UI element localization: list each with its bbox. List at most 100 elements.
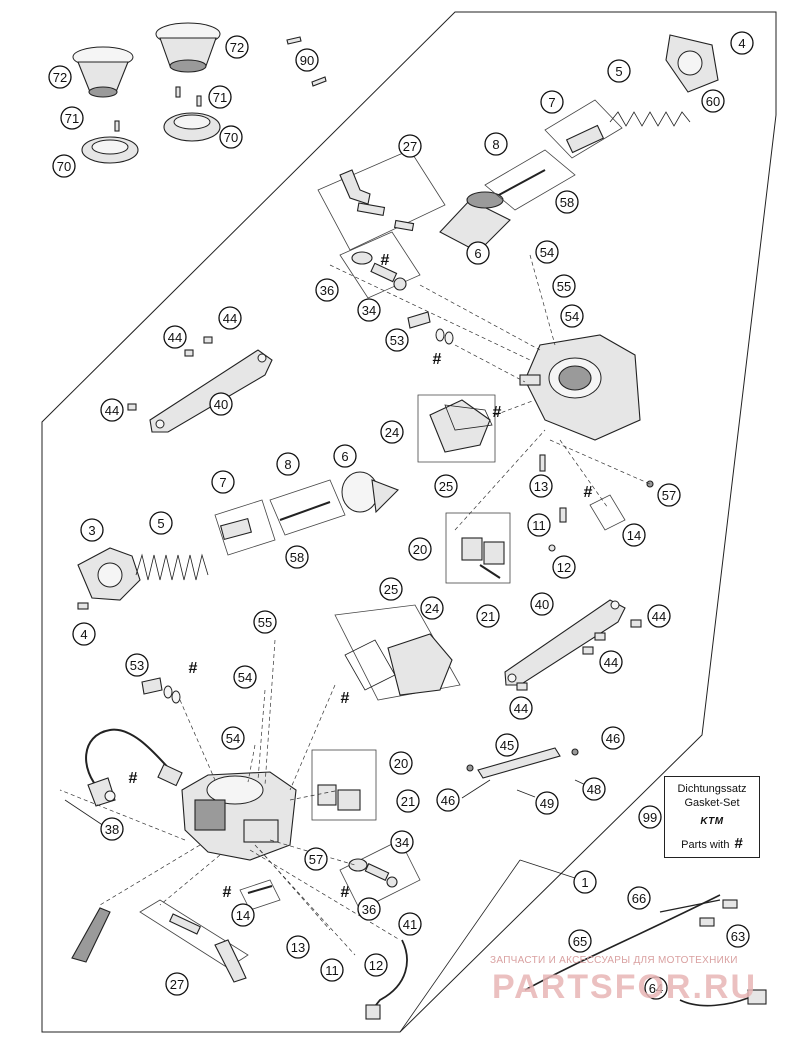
callout-label: 34 — [362, 303, 376, 318]
callout-circle — [552, 555, 576, 579]
callout-circle — [560, 304, 584, 328]
watermark-logo-text: PARTSFOR.RU — [492, 968, 757, 1006]
callout-label: 34 — [395, 835, 409, 850]
callout-54: 54 — [233, 665, 257, 689]
callout-label: 21 — [401, 794, 415, 809]
callout-circle — [552, 274, 576, 298]
callout-label: 65 — [573, 934, 587, 949]
callout-circle — [390, 830, 414, 854]
gasket-set-box: Dichtungssatz Gasket-Set KTM Parts with … — [664, 776, 760, 858]
fitting-53-upper — [407, 311, 454, 345]
parts-with-label: Parts with # — [669, 835, 755, 852]
callout-8: 8 — [484, 132, 508, 156]
callout-label: 44 — [514, 701, 528, 716]
accelerator-pump-34-lower — [339, 839, 421, 911]
callout-circle — [529, 474, 553, 498]
needle-8-upper — [496, 169, 546, 197]
callout-circle — [357, 897, 381, 921]
needle-8-middle — [279, 501, 331, 521]
callout-7: 7 — [211, 470, 235, 494]
callout-circle — [52, 154, 76, 178]
hash-mark: # — [341, 690, 350, 707]
callout-label: 44 — [652, 609, 666, 624]
callout-label: 41 — [403, 917, 417, 932]
callout-41: 41 — [398, 912, 422, 936]
callout-label: 70 — [224, 130, 238, 145]
spring-5-middle — [135, 553, 209, 581]
gasket-set-title-en: Gasket-Set — [684, 797, 740, 809]
callout-circle — [379, 577, 403, 601]
callout-label: 13 — [291, 940, 305, 955]
callout-circle — [304, 847, 328, 871]
callout-21: 21 — [476, 604, 500, 628]
jets-upper — [539, 454, 654, 552]
callout-label: 66 — [632, 891, 646, 906]
callout-label: 44 — [223, 311, 237, 326]
callout-58: 58 — [285, 545, 309, 569]
callout-circle — [221, 726, 245, 750]
callout-label: 44 — [168, 330, 182, 345]
callout-53: 53 — [385, 328, 409, 352]
callout-label: 70 — [57, 159, 71, 174]
diagram-frame-border — [41, 11, 777, 1033]
callout-label: 53 — [390, 333, 404, 348]
callout-38: 38 — [100, 817, 124, 841]
callout-label: 5 — [157, 516, 164, 531]
screw-4-middle — [77, 602, 89, 610]
cover-24-upper — [417, 394, 496, 463]
callout-circle — [535, 240, 559, 264]
callout-circle — [638, 805, 662, 829]
callout-20: 20 — [389, 751, 413, 775]
callout-circle — [582, 777, 606, 801]
callout-circle — [599, 650, 623, 674]
callout-circle — [627, 886, 651, 910]
group-box-7-middle — [214, 499, 276, 556]
carburetor-body-upper — [519, 334, 641, 441]
callout-circle — [434, 474, 458, 498]
callout-circle — [208, 85, 232, 109]
callout-label: 71 — [65, 111, 79, 126]
callout-circle — [398, 134, 422, 158]
carburetor-body-lower — [181, 771, 297, 861]
callout-circle — [219, 125, 243, 149]
callout-label: 4 — [80, 627, 87, 642]
callout-circle — [209, 392, 233, 416]
callout-label: 38 — [105, 822, 119, 837]
callout-44: 44 — [163, 325, 187, 349]
diagram-frame — [455, 11, 777, 32]
callout-14: 14 — [231, 903, 255, 927]
screws-44-lower — [516, 619, 642, 691]
callout-circle — [726, 924, 750, 948]
callout-circle — [357, 298, 381, 322]
callout-12: 12 — [364, 953, 388, 977]
needle-holder-7-middle — [219, 517, 253, 541]
callout-label: 49 — [540, 796, 554, 811]
intake-funnel-right — [155, 22, 221, 73]
connection-lines — [59, 254, 651, 956]
parts-with-text: Parts with — [681, 839, 730, 851]
callout-label: 48 — [587, 782, 601, 797]
callout-label: 24 — [385, 425, 399, 440]
callout-circle — [48, 65, 72, 89]
callout-circle — [476, 604, 500, 628]
callout-label: 25 — [384, 582, 398, 597]
callout-circle — [573, 870, 597, 894]
callout-circle — [408, 537, 432, 561]
callout-circle — [165, 972, 189, 996]
callout-57: 57 — [657, 483, 681, 507]
callout-70: 70 — [52, 154, 76, 178]
callout-circle — [149, 511, 173, 535]
callout-label: 13 — [534, 479, 548, 494]
hash-mark: # — [381, 252, 390, 269]
callout-label: 54 — [540, 245, 554, 260]
callout-4: 4 — [730, 31, 754, 55]
callout-circle — [163, 325, 187, 349]
callout-circle — [644, 976, 668, 1000]
hash-mark: # — [433, 351, 442, 368]
callout-label: 40 — [535, 597, 549, 612]
callout-34: 34 — [357, 298, 381, 322]
callout-65: 65 — [568, 929, 592, 953]
brand-logo: KTM — [700, 816, 724, 827]
callout-label: 55 — [258, 615, 272, 630]
callout-label: 24 — [425, 601, 439, 616]
